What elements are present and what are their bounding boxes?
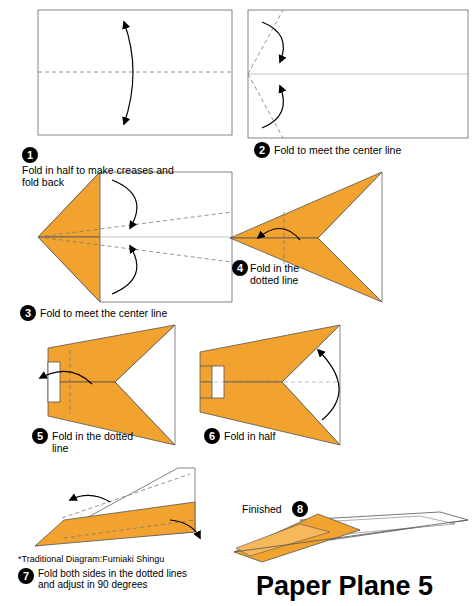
- callout-number: 2: [254, 142, 270, 158]
- diagram-title: Paper Plane 5: [256, 571, 433, 601]
- step-instruction: Fold to meet the center line: [40, 307, 230, 319]
- callout-number: 6: [204, 428, 220, 444]
- callout-number: 7: [18, 568, 34, 584]
- callout-number: 8: [292, 501, 308, 517]
- callout-number: 3: [20, 305, 36, 321]
- step-instruction: Fold in half: [224, 430, 324, 442]
- callout-number: 1: [22, 147, 38, 163]
- step-instruction: Finished: [242, 503, 282, 515]
- step-instruction: Fold in half to make creases and fold ba…: [22, 164, 192, 188]
- callout-number: 5: [32, 428, 48, 444]
- credit-note: *Traditional Diagram:Fumiaki Shingu: [18, 554, 164, 564]
- step-instruction: Fold both sides in the dotted lines and …: [38, 568, 188, 590]
- callout-number: 4: [232, 260, 248, 276]
- step-instruction: Fold to meet the center line: [274, 144, 464, 156]
- step-instruction: Fold in the dotted line: [250, 262, 330, 286]
- step-instruction: Fold in the dotted line: [52, 430, 142, 454]
